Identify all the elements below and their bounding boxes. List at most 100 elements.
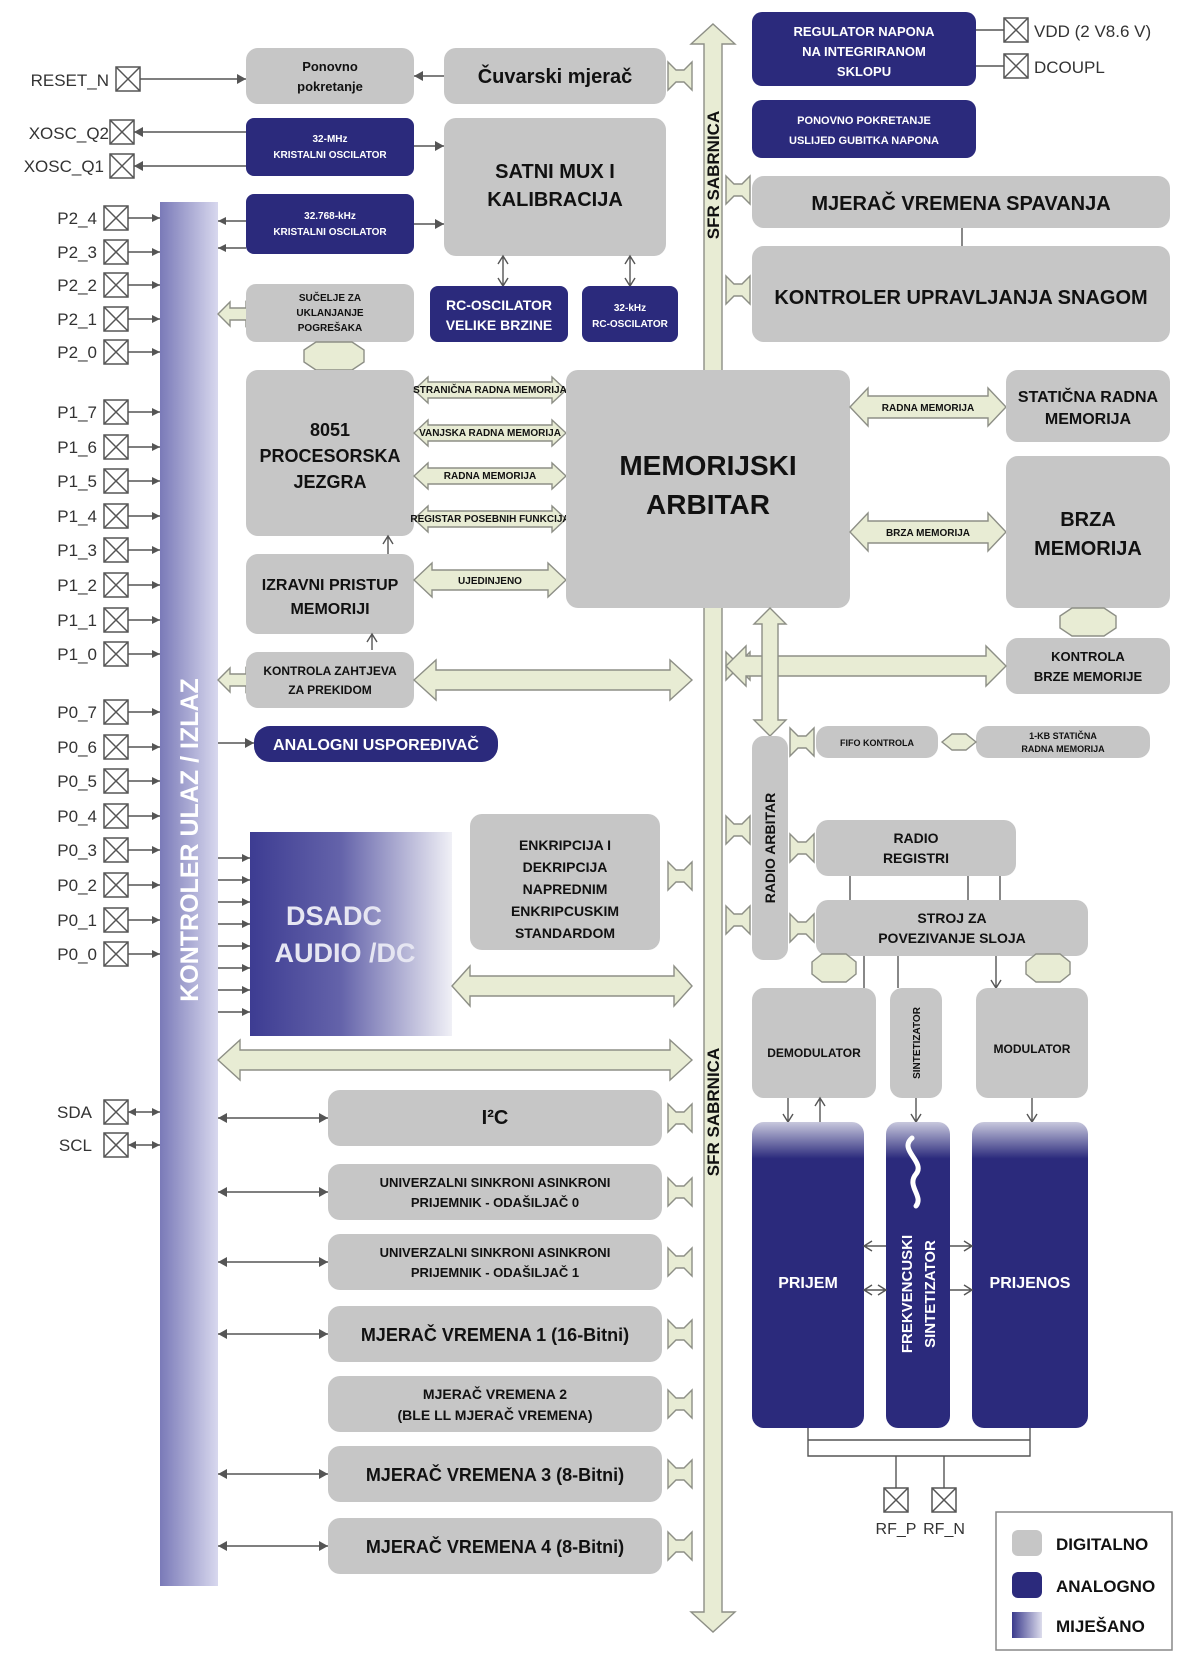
transmit-block: PRIJENOS: [972, 1122, 1088, 1428]
power-mgmt-label: KONTROLER UPRAVLJANJA SNAGOM: [774, 287, 1147, 309]
pin-label: VDD (2 V8.6 V): [1034, 22, 1151, 41]
pin-label: P2_1: [57, 310, 97, 329]
flash-ctrl-line-2: BRZE MEMORIJE: [1034, 669, 1143, 684]
sram-1kb-line-2: RADNA MEMORIJA: [1021, 744, 1105, 754]
timer4-label: MJERAČ VREMENA 4 (8-Bitni): [366, 1536, 624, 1557]
pin-reset: RESET_N: [31, 66, 246, 92]
pin-xosc-q1: XOSC_Q1: [24, 153, 246, 179]
radio-arbiter-block: RADIO ARBITAR: [752, 736, 788, 960]
pin-label: P0_7: [57, 703, 97, 722]
transmit-label: PRIJENOS: [990, 1275, 1071, 1292]
pin-rf-n: RF_N: [923, 1487, 965, 1538]
pin-p2-4: P2_4: [57, 205, 160, 231]
irq-line-2: ZA PREKIDOM: [288, 683, 372, 697]
timer1-block: MJERAČ VREMENA 1 (16-Bitni): [328, 1306, 662, 1362]
pin-label: XOSC_Q2: [29, 124, 109, 143]
memory-arbiter-block: MEMORIJSKI ARBITAR: [566, 370, 850, 608]
link-layer-line-2: POVEZIVANJE SLOJA: [878, 930, 1026, 946]
legend-swatch-mixed: [1012, 1612, 1042, 1638]
cpu-bus-arrows: STRANIČNA RADNA MEMORIJA VANJSKA RADNA M…: [410, 375, 570, 534]
aes-line-2: DEKRIPCIJA: [523, 859, 608, 875]
radio-registers-block: RADIO REGISTRI: [816, 820, 1016, 876]
bus-label-flash: BRZA MEMORIJA: [886, 528, 970, 539]
rc-high-line-2: VELIKE BRZINE: [446, 317, 553, 333]
pin-p1-3: P1_3: [57, 537, 160, 563]
aes-line-5: STANDARDOM: [515, 925, 615, 941]
io-controller: KONTROLER ULAZ / IZLAZ: [160, 202, 218, 1586]
power-management-block: KONTROLER UPRAVLJANJA SNAGOM: [752, 246, 1170, 342]
aes-line-4: ENKRIPCUSKIM: [511, 903, 619, 919]
pin-label: RESET_N: [31, 71, 109, 90]
uart0-block: UNIVERZALNI SINKRONI ASINKRONI PRIJEMNIK…: [328, 1164, 662, 1220]
restart-line-2: pokretanje: [297, 79, 363, 94]
osc-32mhz-line-1: 32-MHz: [312, 134, 347, 145]
debug-line-1: SUČELJE ZA: [299, 291, 361, 304]
dsadc-audio-block: DSADC AUDIO /DC: [250, 832, 452, 1036]
pin-label: RF_P: [876, 1521, 917, 1538]
comparator-label: ANALOGNI USPOREĐIVAČ: [273, 735, 479, 754]
receive-label: PRIJEM: [778, 1275, 838, 1292]
pin-p1-4: P1_4: [57, 503, 160, 529]
bus-label-xram: VANJSKA RADNA MEMORIJA: [419, 428, 561, 439]
rc-32khz-line-1: 32-kHz: [614, 303, 646, 314]
legend-analog: ANALOGNO: [1056, 1577, 1155, 1596]
pin-p0-2: P0_2: [57, 872, 160, 898]
pin-label: P0_4: [57, 807, 97, 826]
cpu-core-block: 8051 PROCESORSKA JEZGRA: [246, 370, 414, 536]
dma-block: IZRAVNI PRISTUP MEMORIJI: [246, 554, 414, 634]
watchdog-label: Čuvarski mjerač: [478, 64, 633, 88]
demodulator-label: DEMODULATOR: [767, 1046, 861, 1060]
radio-arbiter-label: RADIO ARBITAR: [762, 793, 778, 903]
dsadc-line-2: AUDIO /DC: [275, 938, 416, 968]
aes-block: ENKRIPCIJA I DEKRIPCIJA NAPREDNIM ENKRIP…: [470, 814, 660, 950]
pin-p1-0: P1_0: [57, 641, 160, 667]
brownout-reset-block: PONOVNO POKRETANJE USLIJED GUBITKA NAPON…: [752, 100, 976, 158]
i2c-label: I²C: [482, 1107, 509, 1129]
pin-label: P0_0: [57, 945, 97, 964]
pin-p1-5: P1_5: [57, 468, 160, 494]
debug-interface-block: SUČELJE ZA UKLANJANJE POGREŠAKA: [246, 284, 414, 342]
pin-label: P1_5: [57, 472, 97, 491]
clock-mux-line-1: SATNI MUX I: [495, 161, 615, 183]
clock-mux-block: SATNI MUX I KALIBRACIJA: [444, 118, 666, 256]
pin-scl: SCL: [59, 1132, 160, 1158]
freq-synth-block: FREKVENCUSKI SINTETIZATOR: [886, 1122, 950, 1428]
sfr-bus-label-top: SFR SABRNICA: [704, 111, 723, 239]
pin-label: SCL: [59, 1136, 92, 1155]
pin-p0-1: P0_1: [57, 907, 160, 933]
voltage-regulator-block: REGULATOR NAPONA NA INTEGRIRANOM SKLOPU: [752, 12, 976, 86]
bus-label-paged-ram: STRANIČNA RADNA MEMORIJA: [413, 383, 567, 396]
pin-label: XOSC_Q1: [24, 157, 104, 176]
timer2-line-2: (BLE LL MJERAČ VREMENA): [398, 1406, 593, 1423]
pin-p1-7: P1_7: [57, 399, 160, 425]
pin-label: DCOUPL: [1034, 58, 1105, 77]
pin-p0-5: P0_5: [57, 768, 160, 794]
io-controller-label: KONTROLER ULAZ / IZLAZ: [176, 678, 204, 1002]
legend-digital: DIGITALNO: [1056, 1535, 1148, 1554]
cpu-line-3: JEZGRA: [293, 472, 366, 492]
bus-label-sram: RADNA MEMORIJA: [882, 403, 974, 414]
clock-mux-line-2: KALIBRACIJA: [487, 189, 623, 211]
timer2-block: MJERAČ VREMENA 2 (BLE LL MJERAČ VREMENA): [328, 1376, 662, 1432]
rc-high-line-1: RC-OSCILATOR: [446, 297, 552, 313]
legend-mixed: MIJEŠANO: [1056, 1617, 1145, 1636]
synth-digital-block: SINTETIZATOR: [890, 988, 942, 1098]
freq-synth-line-2: SINTETIZATOR: [922, 1240, 939, 1348]
pin-label: P1_6: [57, 438, 97, 457]
synth-dig-label: SINTETIZATOR: [912, 1006, 923, 1079]
pin-label: P1_0: [57, 645, 97, 664]
pin-label: SDA: [57, 1103, 93, 1122]
irq-line-1: KONTROLA ZAHTJEVA: [263, 664, 397, 678]
pin-p1-2: P1_2: [57, 572, 160, 598]
uart0-line-1: UNIVERZALNI SINKRONI ASINKRONI: [380, 1175, 611, 1190]
pin-label: RF_N: [923, 1521, 965, 1538]
flash-block: BRZA MEMORIJA: [1006, 456, 1170, 608]
pin-label: P2_2: [57, 276, 97, 295]
regulator-line-1: REGULATOR NAPONA: [793, 24, 935, 39]
pin-label: P2_4: [57, 209, 97, 228]
pin-p0-3: P0_3: [57, 837, 160, 863]
timer3-block: MJERAČ VREMENA 3 (8-Bitni): [328, 1446, 662, 1502]
gpio-pins: P2_4P2_3P2_2P2_1P2_0P1_7P1_6P1_5P1_4P1_3…: [57, 205, 160, 967]
sram-1kb-block: 1-KB STATIČNA RADNA MEMORIJA: [976, 726, 1150, 758]
